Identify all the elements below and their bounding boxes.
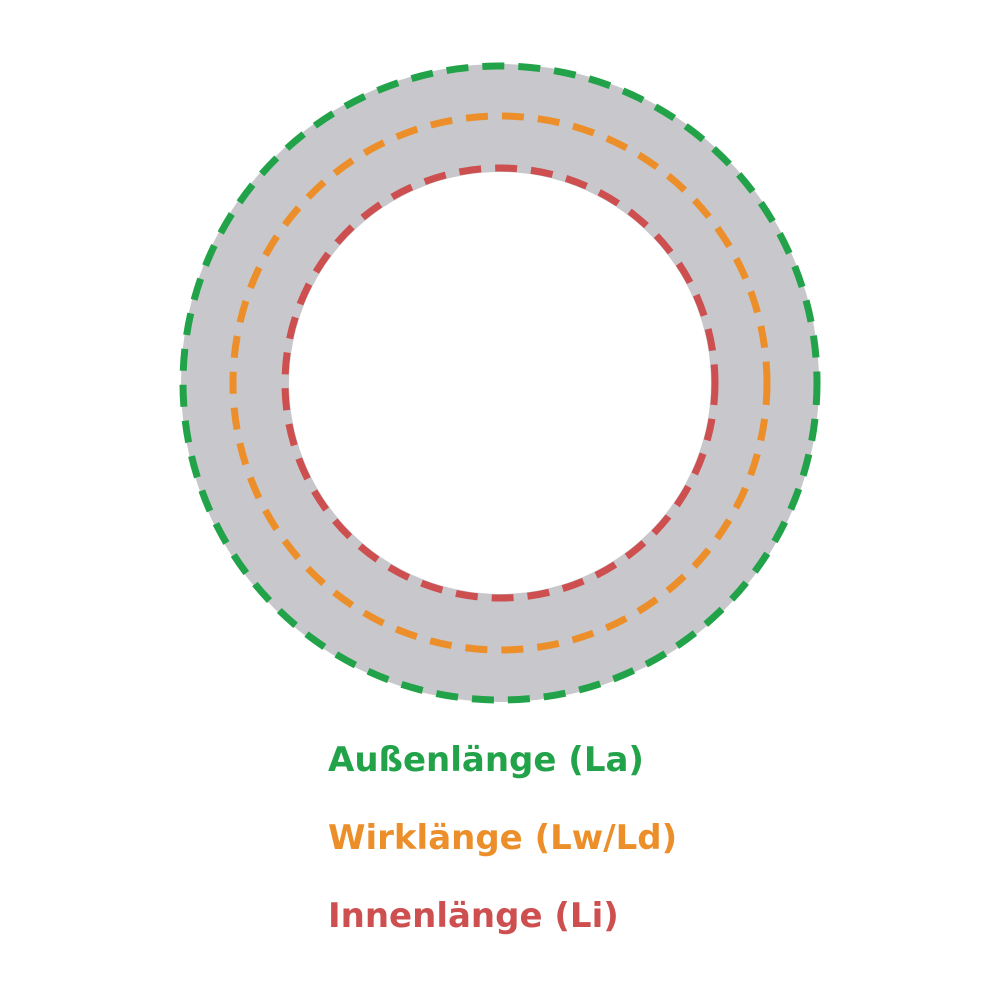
inner-length-label: Innenlänge (Li) — [328, 896, 619, 936]
pitch-length-label: Wirklänge (Lw/Ld) — [328, 818, 678, 858]
pitch-length-circle — [229, 112, 771, 654]
outer-length-circle — [179, 62, 821, 704]
inner-length-circle — [281, 164, 719, 602]
belt-ring-body — [181, 64, 819, 702]
outer-length-label: Außenlänge (La) — [328, 740, 644, 780]
